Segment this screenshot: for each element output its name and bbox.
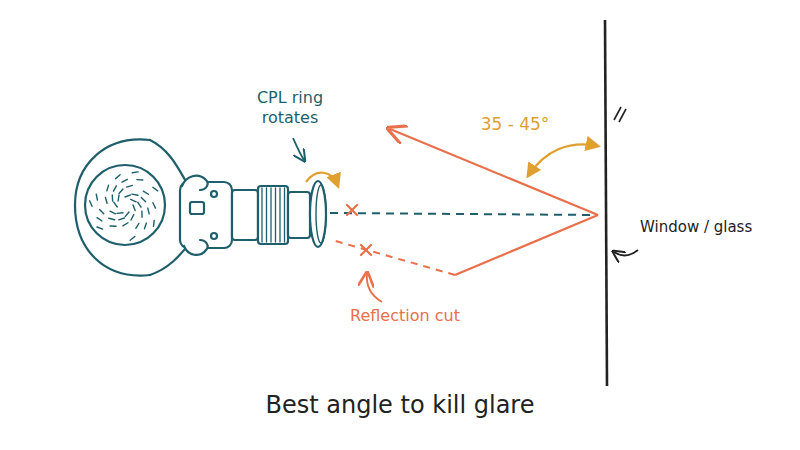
reflected-ray [390, 129, 598, 215]
head [85, 165, 165, 245]
lens-front [288, 192, 310, 238]
angle-arc [528, 144, 598, 176]
window-label: Window / glass [640, 218, 790, 237]
cpl-filter [310, 181, 326, 247]
rotate-arrow [306, 173, 338, 186]
caption: Best angle to kill glare [100, 390, 700, 420]
axis-line [330, 213, 598, 215]
angle-label: 35 - 45° [470, 114, 560, 135]
hand [182, 176, 208, 190]
incident-ray [455, 215, 598, 275]
reflection-label: Reflection cut [320, 306, 490, 326]
hand [184, 240, 208, 255]
photographer [75, 139, 326, 275]
window-line [605, 20, 607, 386]
lens-mount [232, 190, 258, 240]
cut-leader [367, 274, 382, 302]
hair [90, 172, 158, 240]
window-leader [614, 250, 638, 256]
glass-marks [614, 107, 626, 122]
lens-barrel [258, 186, 288, 244]
viewfinder [190, 202, 204, 214]
callout-label: CPL ring rotates [240, 88, 340, 128]
cpl-leader [293, 138, 304, 160]
camera-body [180, 182, 232, 248]
blocked-ray [332, 240, 455, 275]
cut-marks [347, 205, 371, 255]
